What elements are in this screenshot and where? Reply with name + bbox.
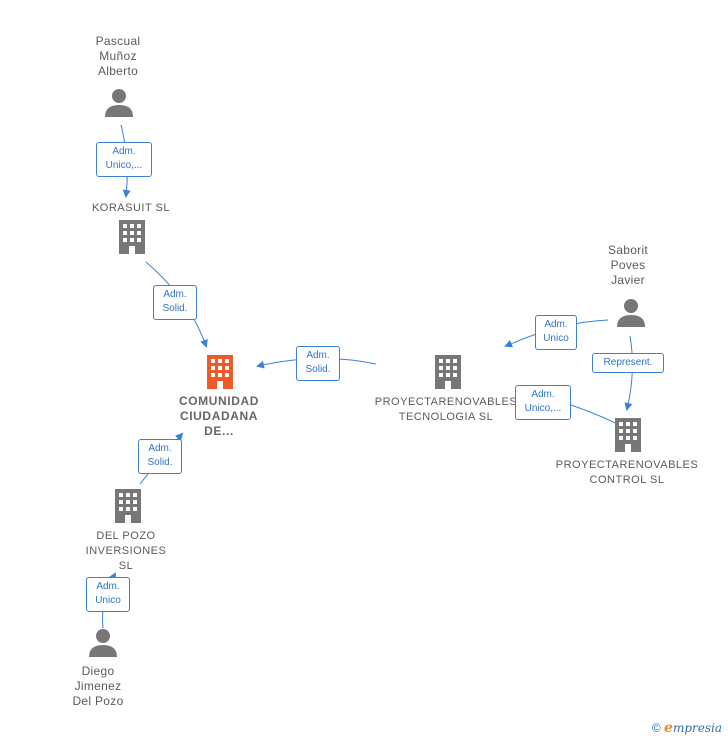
- node-label: Diego Jimenez Del Pozo: [72, 664, 124, 708]
- edge-label-delpozo-comunidad[interactable]: Adm. Solid.: [138, 439, 182, 474]
- company-node-proyectarenovables-control[interactable]: PROYECTARENOVABLES CONTROL SL: [546, 458, 708, 488]
- person-node-saborit[interactable]: Saborit Poves Javier: [588, 243, 668, 288]
- node-label: COMUNIDAD CIUDADANA DE...: [178, 394, 260, 438]
- node-label: Saborit Poves Javier: [607, 243, 649, 287]
- node-label: KORASUIT SL: [91, 202, 171, 214]
- company-node-korasuit[interactable]: KORASUIT SL: [66, 201, 196, 216]
- building-icon[interactable]: [118, 220, 146, 254]
- node-label: DEL POZO INVERSIONES SL: [85, 530, 167, 572]
- person-icon[interactable]: [88, 628, 118, 658]
- building-icon[interactable]: [114, 489, 142, 523]
- edge-label-korasuit-comunidad[interactable]: Adm. Solid.: [153, 285, 197, 320]
- node-label: PROYECTARENOVABLES CONTROL SL: [555, 459, 699, 486]
- edge-label-saborit-tec[interactable]: Adm. Unico: [535, 315, 577, 350]
- building-icon[interactable]: [614, 418, 642, 452]
- building-icon-focus[interactable]: [206, 355, 234, 389]
- company-node-delpozo[interactable]: DEL POZO INVERSIONES SL: [71, 529, 181, 574]
- edge-label-diego-delpozo[interactable]: Adm. Unico: [86, 577, 130, 612]
- person-icon[interactable]: [616, 298, 646, 328]
- edge-label-ctrl-tec[interactable]: Adm. Unico,...: [515, 385, 571, 420]
- person-node-pascual[interactable]: Pascual Muñoz Alberto: [75, 34, 161, 79]
- company-node-comunidad[interactable]: COMUNIDAD CIUDADANA DE...: [164, 394, 274, 439]
- node-label: PROYECTARENOVABLES TECNOLOGIA SL: [374, 396, 518, 423]
- node-label: Pascual Muñoz Alberto: [95, 34, 141, 78]
- copyright-symbol: ©: [651, 721, 661, 735]
- copyright-footer: © empresia: [652, 720, 722, 736]
- empresia-logo[interactable]: empresia: [664, 720, 722, 736]
- person-node-diego[interactable]: Diego Jimenez Del Pozo: [58, 664, 138, 709]
- edge-label-tec-comunidad[interactable]: Adm. Solid.: [296, 346, 340, 381]
- company-node-proyectarenovables-tecnologia[interactable]: PROYECTARENOVABLES TECNOLOGIA SL: [366, 395, 526, 425]
- logo-text: mpresia: [672, 721, 722, 735]
- logo-letter: e: [664, 720, 673, 736]
- building-icon[interactable]: [434, 355, 462, 389]
- person-icon[interactable]: [104, 88, 134, 118]
- edge-label-pascual-korasuit[interactable]: Adm. Unico,...: [96, 142, 152, 177]
- edge-label-saborit-ctrl[interactable]: Represent.: [592, 353, 664, 373]
